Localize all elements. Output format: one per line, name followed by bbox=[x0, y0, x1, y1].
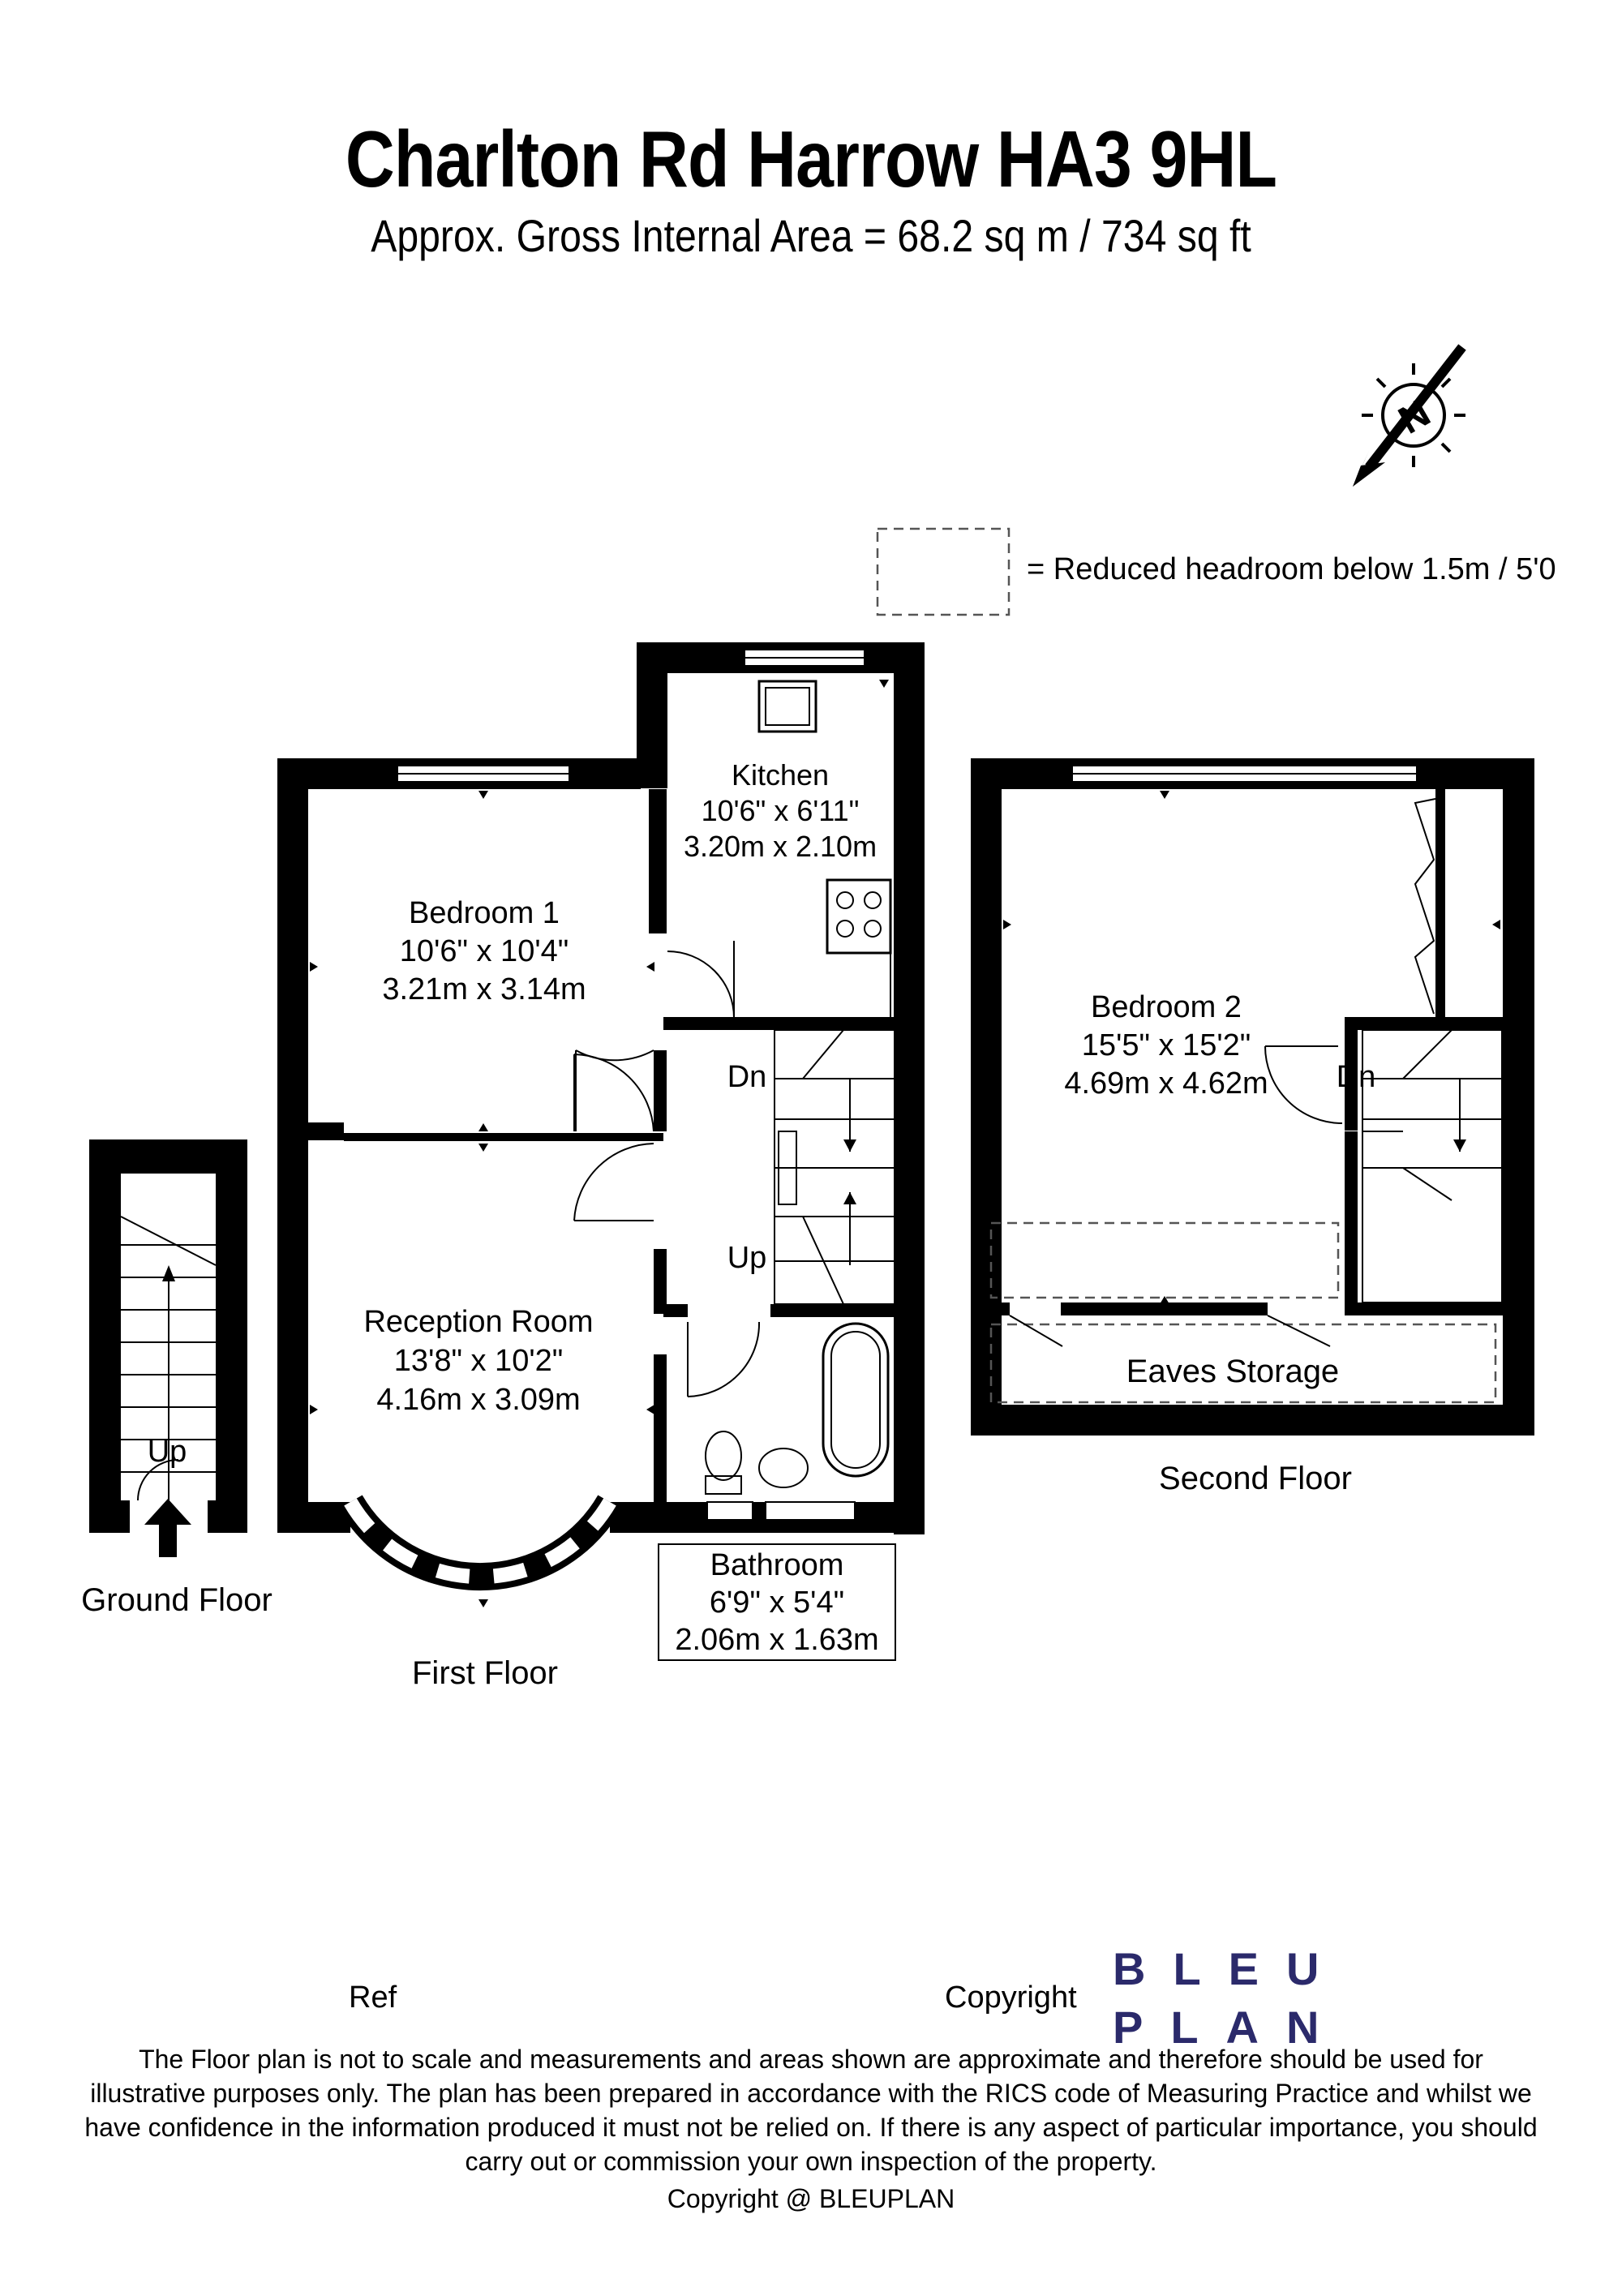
copyright-label: Copyright bbox=[945, 1981, 1077, 2015]
north-arrow-icon: N bbox=[1353, 344, 1466, 487]
first-stair-up: Up bbox=[727, 1241, 767, 1275]
eaves-storage-name: Eaves Storage bbox=[1126, 1354, 1339, 1389]
entrance-arrow-icon bbox=[144, 1499, 191, 1557]
second-floor-plan bbox=[971, 758, 1534, 1436]
reduced-headroom-swatch bbox=[876, 527, 1011, 616]
kitchen-metric: 3.20m x 2.10m bbox=[684, 830, 877, 863]
bedroom1-name: Bedroom 1 bbox=[409, 896, 560, 930]
bedroom2-name: Bedroom 2 bbox=[1091, 990, 1242, 1024]
kitchen-imperial: 10'6" x 6'11" bbox=[702, 794, 860, 827]
second-floor-label: Second Floor bbox=[1159, 1461, 1352, 1496]
bedroom1-imperial: 10'6" x 10'4" bbox=[400, 934, 569, 968]
disclaimer-line: have confidence in the information produ… bbox=[84, 2113, 1538, 2142]
logo-line-1: BLEU bbox=[1113, 1943, 1347, 1994]
kitchen-name: Kitchen bbox=[732, 758, 829, 792]
bathroom-imperial: 6'9" x 5'4" bbox=[710, 1586, 844, 1620]
bathroom-metric: 2.06m x 1.63m bbox=[675, 1623, 878, 1657]
bedroom2-imperial: 15'5" x 15'2" bbox=[1082, 1028, 1251, 1062]
plan-title: Charlton Rd Harrow HA3 9HL bbox=[345, 114, 1277, 204]
gross-area: Approx. Gross Internal Area = 68.2 sq m … bbox=[371, 210, 1251, 261]
first-floor-label: First Floor bbox=[412, 1655, 558, 1691]
ground-floor-plan: Up bbox=[89, 1139, 247, 1557]
bedroom1-metric: 3.21m x 3.14m bbox=[382, 972, 586, 1006]
disclaimer-line: carry out or commission your own inspect… bbox=[465, 2147, 1157, 2176]
disclaimer: The Floor plan is not to scale and measu… bbox=[49, 2042, 1573, 2178]
copyright-line: Copyright @ BLEUPLAN bbox=[667, 2184, 955, 2213]
ref-label: Ref bbox=[349, 1981, 397, 2015]
reception-imperial: 13'8" x 10'2" bbox=[394, 1344, 563, 1378]
disclaimer-line: The Floor plan is not to scale and measu… bbox=[139, 2045, 1483, 2074]
reception-metric: 4.16m x 3.09m bbox=[376, 1383, 580, 1417]
legend-text: = Reduced headroom below 1.5m / 5'0 bbox=[1027, 552, 1556, 586]
reception-name: Reception Room bbox=[363, 1305, 593, 1339]
disclaimer-line: illustrative purposes only. The plan has… bbox=[90, 2079, 1532, 2108]
ground-stair-up: Up bbox=[148, 1435, 187, 1469]
bedroom2-metric: 4.69m x 4.62m bbox=[1064, 1066, 1268, 1101]
bathroom-name: Bathroom bbox=[710, 1548, 844, 1582]
logo-line-2: PLAN bbox=[1113, 2002, 1347, 2053]
first-floor-plan bbox=[277, 642, 925, 1607]
bleuplan-logo: BLEU PLAN bbox=[1113, 1940, 1346, 2057]
ground-floor-label: Ground Floor bbox=[81, 1582, 272, 1618]
second-stair-dn: Dn bbox=[1337, 1060, 1376, 1094]
first-stair-dn: Dn bbox=[727, 1060, 767, 1094]
bathroom-label-box bbox=[658, 1543, 896, 1661]
